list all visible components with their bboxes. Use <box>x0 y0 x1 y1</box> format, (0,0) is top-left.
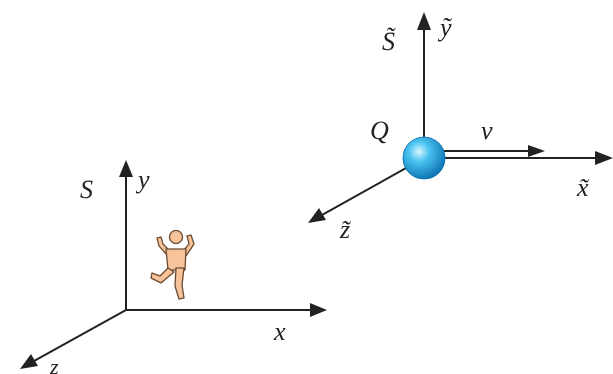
frame-s-y-arrowhead <box>119 160 133 177</box>
frame-s-z-label: z <box>49 354 59 374</box>
frame-s-tilde <box>308 12 613 223</box>
sphere-icon <box>402 136 446 180</box>
frame-s-tilde-x-label: x̃ <box>576 173 590 202</box>
frame-s-z-axis <box>33 309 127 362</box>
frame-s-tilde-name: S̃ <box>382 27 396 56</box>
running-person-icon <box>150 229 195 300</box>
frame-s-tilde-z-arrowhead <box>308 208 326 223</box>
frame-s-tilde-y-arrowhead <box>417 12 431 30</box>
frame-s <box>20 160 327 369</box>
frame-s-tilde-x-arrowhead <box>595 151 613 165</box>
frame-s-x-label: x <box>273 317 286 346</box>
frame-s-z-arrowhead <box>20 354 38 369</box>
frame-s-x-arrowhead <box>310 303 327 317</box>
frame-s-name: S <box>80 175 93 204</box>
charge-label: Q <box>370 116 389 145</box>
frame-s-y-label: y <box>135 165 150 194</box>
frame-s-tilde-z-label: z̃ <box>339 215 352 244</box>
frame-s-tilde-y-label: ỹ <box>437 13 453 42</box>
velocity-label: v <box>481 116 493 145</box>
velocity-arrowhead <box>528 145 545 157</box>
